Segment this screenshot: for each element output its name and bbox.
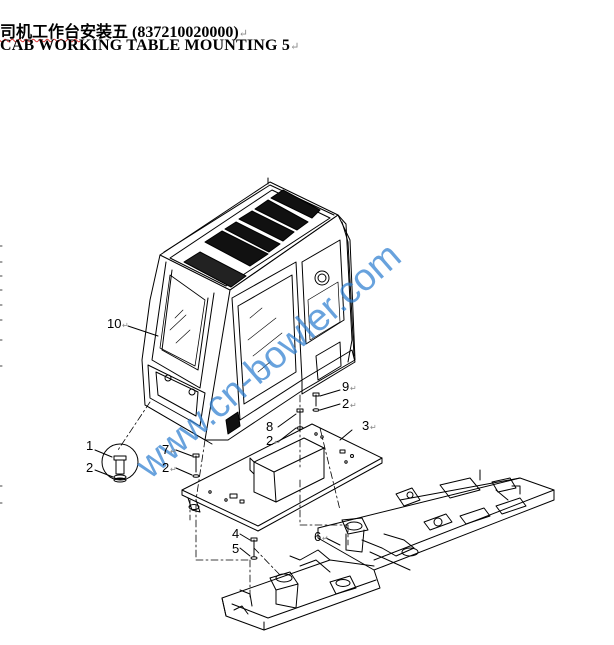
projection-lines bbox=[117, 394, 349, 601]
callout-2-d: 2 bbox=[342, 396, 349, 411]
title-english: CAB WORKING TABLE MOUNTING 5↵ bbox=[0, 37, 300, 55]
return-mark: ↵ bbox=[350, 401, 357, 410]
part-6-rubber-mount bbox=[325, 537, 341, 546]
callout-10: 10 bbox=[107, 316, 121, 331]
callout-7: 7 bbox=[162, 442, 169, 457]
title-chinese: 司机工作台安装五 (837210020000)↵ bbox=[0, 18, 248, 42]
return-mark: ↵ bbox=[322, 534, 329, 543]
return-mark: ↵ bbox=[350, 384, 357, 393]
callout-8: 8 bbox=[266, 419, 273, 434]
callout-4: 4 bbox=[232, 526, 239, 541]
return-mark: ↵ bbox=[274, 438, 281, 447]
cab-assembly bbox=[141, 177, 356, 445]
return-mark: ↵ bbox=[238, 28, 248, 40]
return-mark: ↵ bbox=[170, 465, 177, 474]
margin-marks bbox=[0, 245, 3, 504]
part-9-bolt bbox=[312, 389, 341, 412]
callout-6: 6 bbox=[314, 529, 321, 544]
upper-frame bbox=[221, 469, 555, 631]
callout-2-a: 2 bbox=[86, 460, 93, 475]
return-mark: ↵ bbox=[170, 447, 177, 456]
callout-1: 1 bbox=[86, 438, 93, 453]
part-3-mounting-plate bbox=[181, 423, 383, 532]
callout-9: 9 bbox=[342, 379, 349, 394]
callout-2-b: 2 bbox=[162, 460, 169, 475]
return-mark: ↵ bbox=[122, 321, 129, 330]
title-chinese-rest: 安装五 (837210020000) bbox=[80, 24, 239, 41]
part-1-bolt bbox=[94, 443, 139, 483]
callout-labels: 10 ↵ 1 2 7 ↵ 2 ↵ 8 2 ↵ 9 ↵ 2 ↵ 3 ↵ 4 5 6… bbox=[86, 316, 377, 556]
return-mark: ↵ bbox=[290, 41, 300, 53]
callout-5: 5 bbox=[232, 541, 239, 556]
part-8-bolt bbox=[277, 408, 304, 443]
callout-2-c: 2 bbox=[266, 433, 273, 448]
title-english-text: CAB WORKING TABLE MOUNTING 5 bbox=[0, 37, 291, 54]
part-4-bolt bbox=[239, 533, 258, 560]
part-7-bolt bbox=[175, 449, 200, 478]
title-chinese-underlined: 司机工作台 bbox=[0, 24, 81, 41]
callout-3: 3 bbox=[362, 418, 369, 433]
return-mark: ↵ bbox=[370, 423, 377, 432]
callout-10-leader bbox=[127, 325, 159, 337]
